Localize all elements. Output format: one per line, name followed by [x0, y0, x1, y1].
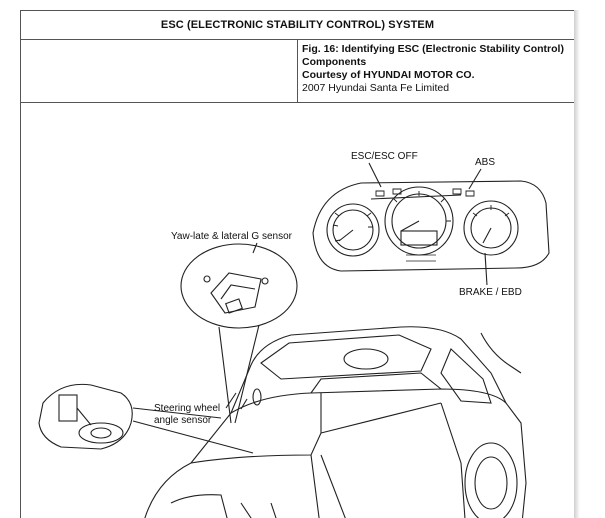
figure-title: Fig. 16: Identifying ESC (Electronic Sta… [302, 43, 564, 68]
abs-indicator-label: ABS [475, 157, 496, 168]
vehicle-line: 2007 Hyundai Santa Fe Limited [302, 82, 450, 94]
line-drawing [38, 162, 550, 518]
page-shadow [574, 10, 580, 518]
esc-components-illustration: ESC/ESC OFF ABS BRAKE / EBD Yaw-late & l… [21, 103, 574, 518]
steering-sensor-label-line1: Steering wheel [154, 403, 221, 414]
caption-cell: Fig. 16: Identifying ESC (Electronic Sta… [302, 43, 574, 95]
figure-caption-row: Fig. 16: Identifying ESC (Electronic Sta… [21, 40, 574, 103]
brake-ebd-label: BRAKE / EBD [459, 287, 522, 298]
yaw-sensor-label: Yaw-late & lateral G sensor [171, 231, 292, 242]
steering-sensor-callout [38, 383, 254, 454]
steering-sensor-label-line2: angle sensor [154, 415, 212, 426]
document-frame: ESC (ELECTRONIC STABILITY CONTROL) SYSTE… [20, 10, 575, 518]
caption-blank-cell [21, 40, 298, 102]
car-body-drawing [144, 326, 527, 518]
courtesy-line: Courtesy of HYUNDAI MOTOR CO. [302, 69, 475, 81]
instrument-cluster-drawing [312, 162, 550, 286]
section-title: ESC (ELECTRONIC STABILITY CONTROL) SYSTE… [21, 11, 574, 40]
esc-indicator-label: ESC/ESC OFF [351, 151, 418, 162]
